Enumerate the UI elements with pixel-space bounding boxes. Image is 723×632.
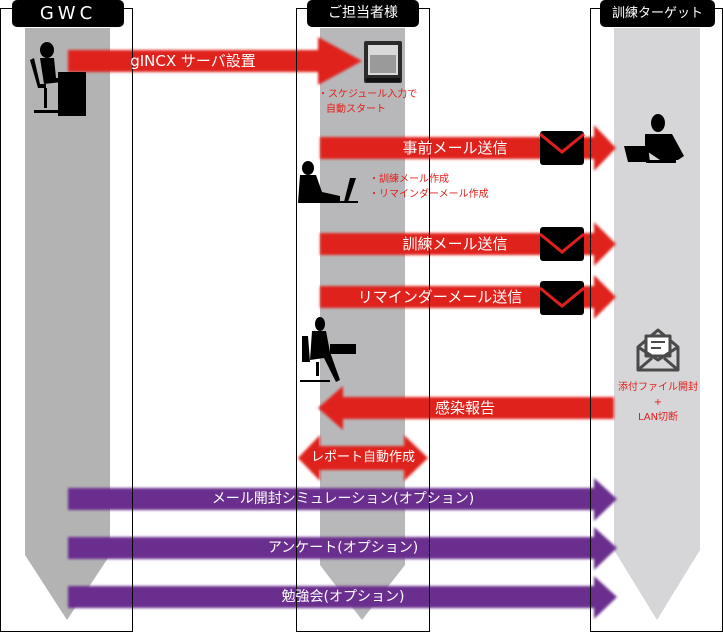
lane-header-customer: ご担当者様 [307, 0, 419, 27]
flow-label-training-mail: 訓練メール送信 [402, 235, 508, 253]
server-icon [364, 41, 402, 83]
envelope-icon [539, 227, 585, 261]
person-at-desk-icon [30, 42, 86, 116]
lane-gwc-column [25, 28, 110, 620]
arrow-mail-open-sim [68, 478, 617, 521]
note-line: 自動スタート [326, 104, 386, 115]
flow-label-study-session: 勉強会(オプション) [281, 589, 405, 605]
note-line: + [653, 397, 663, 408]
flow-label-pre-mail: 事前メール送信 [402, 139, 508, 157]
flow-label-auto-report: レポート自動作成 [310, 450, 415, 465]
arrow-server-setup [68, 37, 362, 85]
lane-header-target: 訓練ターゲット [600, 0, 715, 27]
woman-at-desk-icon [300, 317, 356, 382]
lane-target-column [614, 28, 700, 620]
open-envelope-icon [636, 328, 680, 372]
lane-customer-column [320, 28, 405, 620]
note-attachment-open: 添付ファイル開封 + LAN切断 [608, 380, 708, 425]
arrow-auto-report [298, 435, 428, 481]
arrow-pre-mail [320, 125, 616, 171]
arrow-study-session [68, 576, 617, 619]
envelope-icon [539, 131, 585, 165]
note-line: 添付ファイル開封 [618, 382, 698, 393]
flow-label-reminder-mail: リマインダーメール送信 [357, 288, 523, 306]
envelope-icon [539, 281, 585, 315]
arrow-survey [68, 527, 617, 570]
flow-label-server-setup: gINCX サーバ設置 [130, 52, 256, 70]
note-mail-creation: ・訓練メール作成 ・リマインダーメール作成 [369, 172, 489, 202]
arrow-infection-report [318, 386, 614, 430]
lane-header-gwc: GWC [12, 0, 124, 27]
businessman-with-laptop-icon [624, 114, 684, 163]
note-line: ・スケジュール入力で [318, 89, 418, 100]
note-line: ・リマインダーメール作成 [369, 189, 489, 200]
note-schedule-start: ・スケジュール入力で 自動スタート [318, 87, 417, 117]
flow-label-mail-open-sim: メール開封シミュレーション(オプション) [211, 491, 475, 507]
person-with-laptop-icon [298, 161, 358, 203]
note-line: LAN切断 [637, 412, 679, 423]
flow-label-infection-report: 感染報告 [434, 399, 495, 417]
note-line: ・訓練メール作成 [369, 174, 449, 185]
flow-label-survey: アンケート(オプション) [267, 540, 419, 556]
